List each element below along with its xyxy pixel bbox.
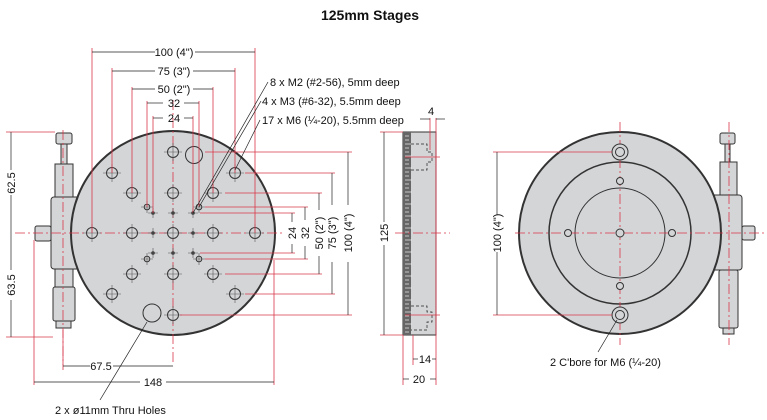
- callout-m6: 17 x M6 (¼-20), 5.5mm deep: [262, 115, 404, 127]
- thru-hole: [142, 303, 162, 323]
- dim-v32: 32: [300, 227, 312, 239]
- counterbores: [611, 143, 629, 324]
- dim-v100: 100 (4"): [343, 214, 355, 253]
- dim-75: 75 (3"): [158, 66, 191, 78]
- dim-side-14: 14: [419, 354, 431, 366]
- dim-100: 100 (4"): [155, 47, 194, 59]
- dim-v24: 24: [287, 227, 299, 239]
- dim-v50: 50 (2"): [314, 217, 326, 250]
- dim-rear-100: 100 (4"): [492, 214, 504, 253]
- front-view: 100 (4") 75 (3") 50 (2") 32 24 62.5 63.5…: [6, 47, 404, 417]
- dim-63-5: 63.5: [6, 274, 18, 295]
- dim-148: 148: [144, 377, 162, 389]
- dim-67-5: 67.5: [90, 361, 111, 373]
- rear-view: 100 (4") 2 C'bore for M6 (¼-20): [492, 122, 767, 369]
- drawing-title: 125mm Stages: [321, 7, 419, 23]
- thru-hole: [185, 146, 203, 164]
- dim-v75: 75 (3"): [327, 217, 339, 250]
- dim-62-5: 62.5: [6, 172, 18, 193]
- side-view: 125 4 14 20: [379, 106, 450, 386]
- callout-m2: 8 x M2 (#2-56), 5mm deep: [270, 77, 400, 89]
- dim-side-4: 4: [428, 106, 434, 118]
- dim-side-125: 125: [379, 224, 391, 242]
- callout-cbore: 2 C'bore for M6 (¼-20): [550, 357, 661, 369]
- dim-side-20: 20: [413, 374, 425, 386]
- callout-thru-holes: 2 x ø11mm Thru Holes: [55, 405, 166, 417]
- rear-holes: [564, 177, 676, 290]
- dim-24: 24: [168, 113, 180, 125]
- dim-32: 32: [168, 98, 180, 110]
- dim-50: 50 (2"): [158, 84, 191, 96]
- callout-m3: 4 x M3 (#6-32), 5.5mm deep: [262, 96, 401, 108]
